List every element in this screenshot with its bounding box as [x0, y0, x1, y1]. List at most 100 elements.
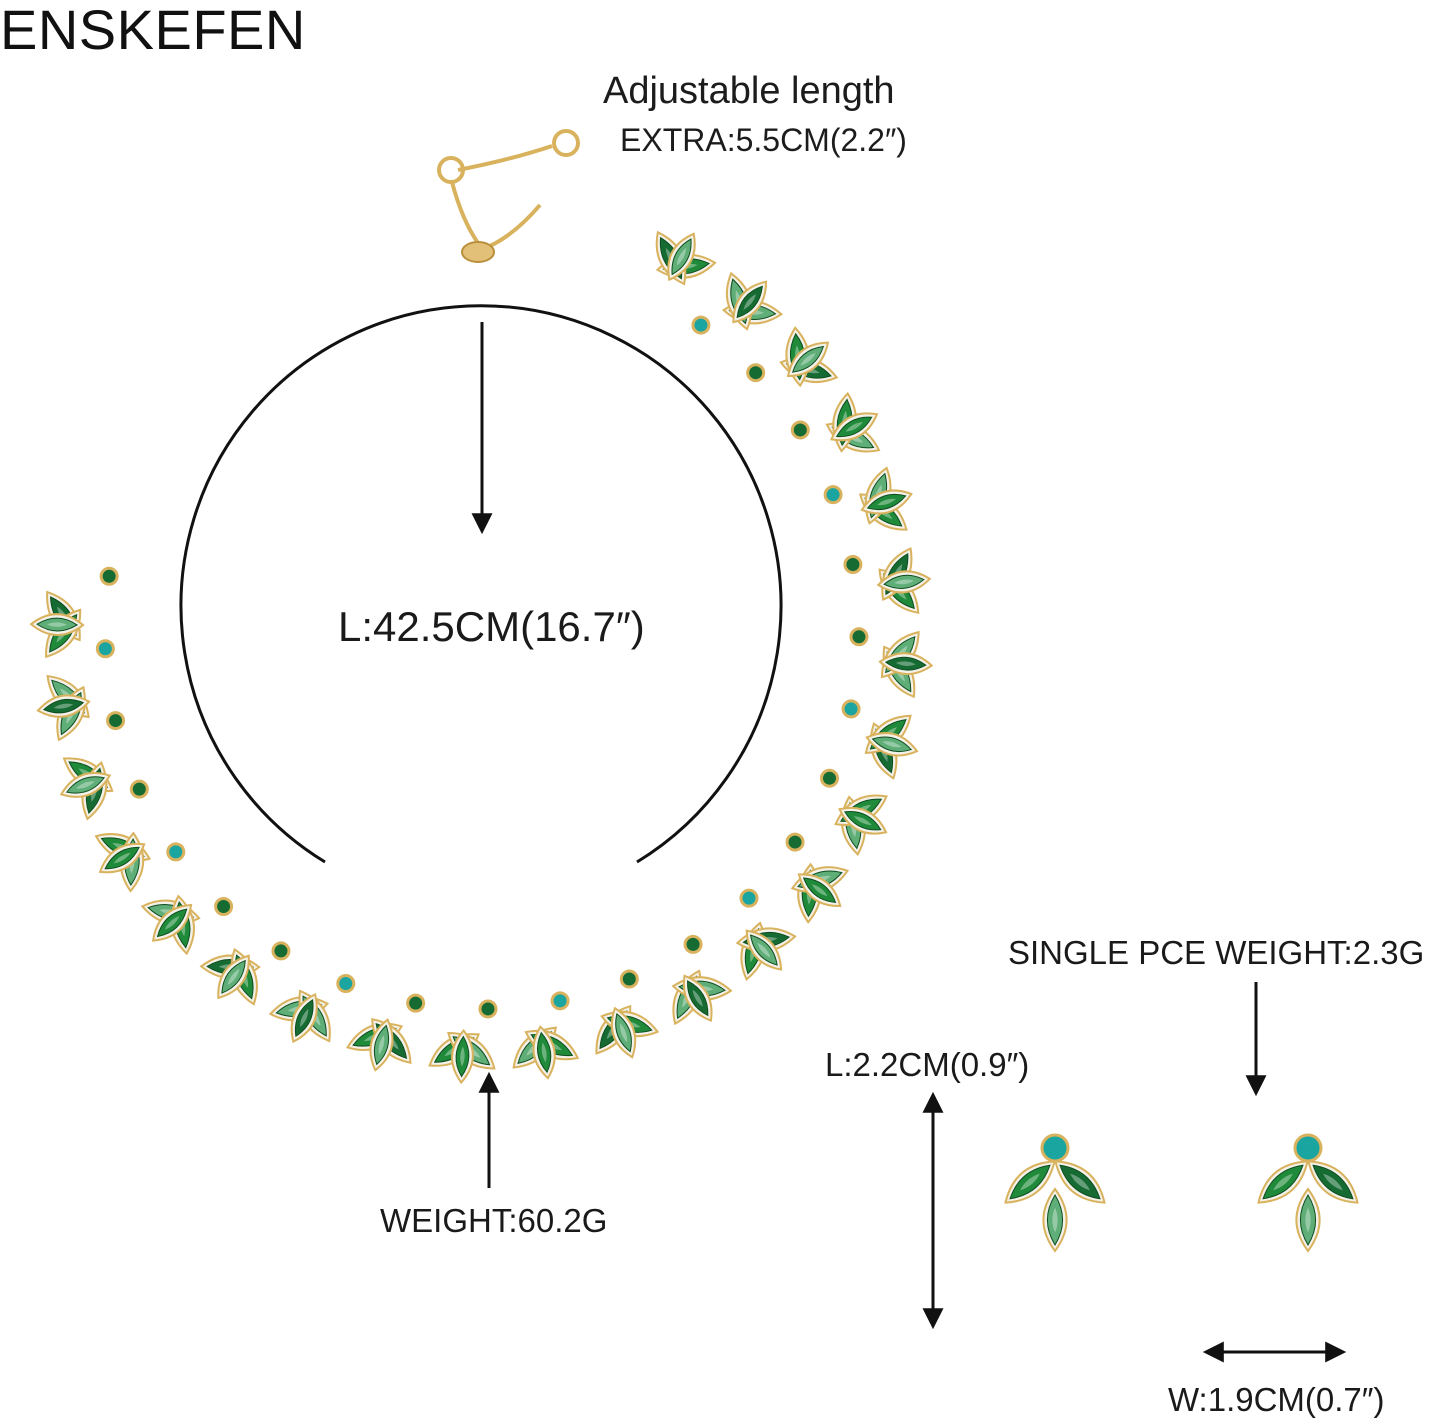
- crystal-leaf: [1295, 1187, 1321, 1253]
- round-stone: [819, 768, 839, 788]
- round-stone: [550, 991, 570, 1011]
- round-stone: [691, 315, 711, 335]
- crystal-shine: [227, 968, 240, 985]
- extender-chain: [437, 129, 580, 252]
- round-stone: [841, 699, 861, 719]
- crystal-leaf: [838, 806, 888, 835]
- round-stone: [739, 888, 759, 908]
- crystal-shine: [1070, 1173, 1090, 1191]
- leaf-cluster: [819, 714, 919, 788]
- leaf-cluster: [94, 779, 152, 893]
- crystal-leaf: [29, 613, 85, 636]
- crystal-shine: [800, 352, 816, 366]
- marquise-crystal: [455, 1035, 470, 1078]
- crystal-shine: [113, 852, 131, 864]
- crystal-leaf: [797, 873, 842, 907]
- necklace-weight-label: WEIGHT:60.2G: [380, 1202, 608, 1239]
- round-stone: [271, 941, 291, 961]
- crystal-shine: [300, 1008, 309, 1028]
- crystal-leaf: [1004, 1160, 1056, 1204]
- marquise-crystal: [791, 345, 825, 373]
- leaf-cluster: [785, 794, 888, 856]
- round-stone: [166, 842, 186, 862]
- round-stone: [619, 969, 639, 989]
- round-stone: [99, 566, 119, 586]
- crystal-leaf: [1042, 1187, 1068, 1253]
- crystal-leaf: [290, 992, 318, 1044]
- crystal-leaf: [59, 771, 112, 798]
- round-stone: [683, 934, 703, 954]
- crystal-shine: [877, 498, 897, 506]
- marquise-crystal: [294, 999, 314, 1038]
- marquise-crystal: [802, 877, 837, 903]
- crystal-shine: [164, 915, 180, 930]
- marquise-crystal: [687, 980, 709, 1017]
- marquise-crystal: [749, 934, 778, 966]
- leaf-cluster: [655, 230, 717, 335]
- marquise-crystal: [736, 285, 763, 319]
- earring-left: [1004, 1133, 1106, 1253]
- marquise-crystal: [1009, 1164, 1051, 1200]
- necklace-length-label: L:42.5CM(16.7″): [338, 603, 645, 650]
- leaf-cluster: [721, 271, 784, 383]
- crystal-shine: [894, 579, 914, 585]
- leaf-cluster: [739, 862, 850, 924]
- length-guide-arc: [179, 304, 783, 864]
- marquise-crystal: [156, 908, 188, 938]
- crystal-shine: [811, 884, 828, 897]
- crystal-shine: [76, 781, 95, 789]
- marquise-crystal: [104, 846, 140, 870]
- crystal-shine: [743, 294, 757, 310]
- marquise-crystal: [42, 698, 85, 714]
- necklace: [29, 230, 934, 1085]
- marquise-crystal: [65, 776, 105, 794]
- crystal-leaf: [745, 929, 783, 971]
- round-stone: [790, 420, 810, 440]
- marquise-crystal: [373, 1024, 390, 1066]
- marquise-crystal: [884, 656, 927, 671]
- crystal-leaf: [865, 732, 919, 757]
- crystal-leaf: [532, 1025, 556, 1080]
- marquise-crystal: [221, 959, 246, 994]
- crystal-shine: [882, 741, 902, 748]
- round-stone: [214, 896, 234, 916]
- round-stone: [336, 974, 356, 994]
- marquise-crystal: [1299, 1194, 1317, 1246]
- brand-logo: ENSKEFEN: [0, 0, 306, 61]
- leaf-cluster: [823, 391, 881, 505]
- earring-top-stone: [1040, 1133, 1070, 1163]
- marquise-crystal: [871, 736, 913, 753]
- crystal-shine: [676, 247, 687, 266]
- round-stone: [106, 711, 126, 731]
- crystal-leaf: [610, 1006, 637, 1059]
- marquise-crystal: [1059, 1164, 1101, 1200]
- crystal-shine: [1323, 1173, 1343, 1191]
- marquise-crystal: [1046, 1194, 1064, 1246]
- crystal-leaf: [732, 280, 768, 324]
- leaf-cluster: [478, 999, 580, 1080]
- marquise-crystal: [615, 1013, 632, 1053]
- earring-top-stone: [1293, 1133, 1323, 1163]
- crystal-shine: [895, 661, 916, 666]
- leaf-cluster: [140, 842, 201, 956]
- crystal-shine: [845, 422, 863, 432]
- crystal-shine: [460, 1046, 465, 1067]
- crystal-leaf: [830, 412, 879, 442]
- crystal-leaf: [786, 341, 830, 378]
- crystal-shine: [1273, 1173, 1293, 1191]
- marquise-crystal: [835, 416, 873, 438]
- round-stone: [478, 999, 498, 1019]
- marquise-crystal: [1312, 1164, 1354, 1200]
- leaf-cluster: [336, 974, 412, 1072]
- crystal-shine: [541, 1042, 547, 1063]
- leaf-cluster: [843, 466, 913, 574]
- crystal-leaf: [98, 842, 146, 874]
- crystal-shine: [620, 1023, 627, 1043]
- leaf-cluster: [841, 630, 934, 719]
- marquise-crystal: [671, 238, 692, 276]
- crystal-leaf: [1307, 1160, 1359, 1204]
- crystal-leaf: [151, 903, 193, 942]
- crystal-shine: [47, 622, 68, 627]
- round-stone: [406, 993, 426, 1013]
- leaf-cluster: [36, 639, 115, 742]
